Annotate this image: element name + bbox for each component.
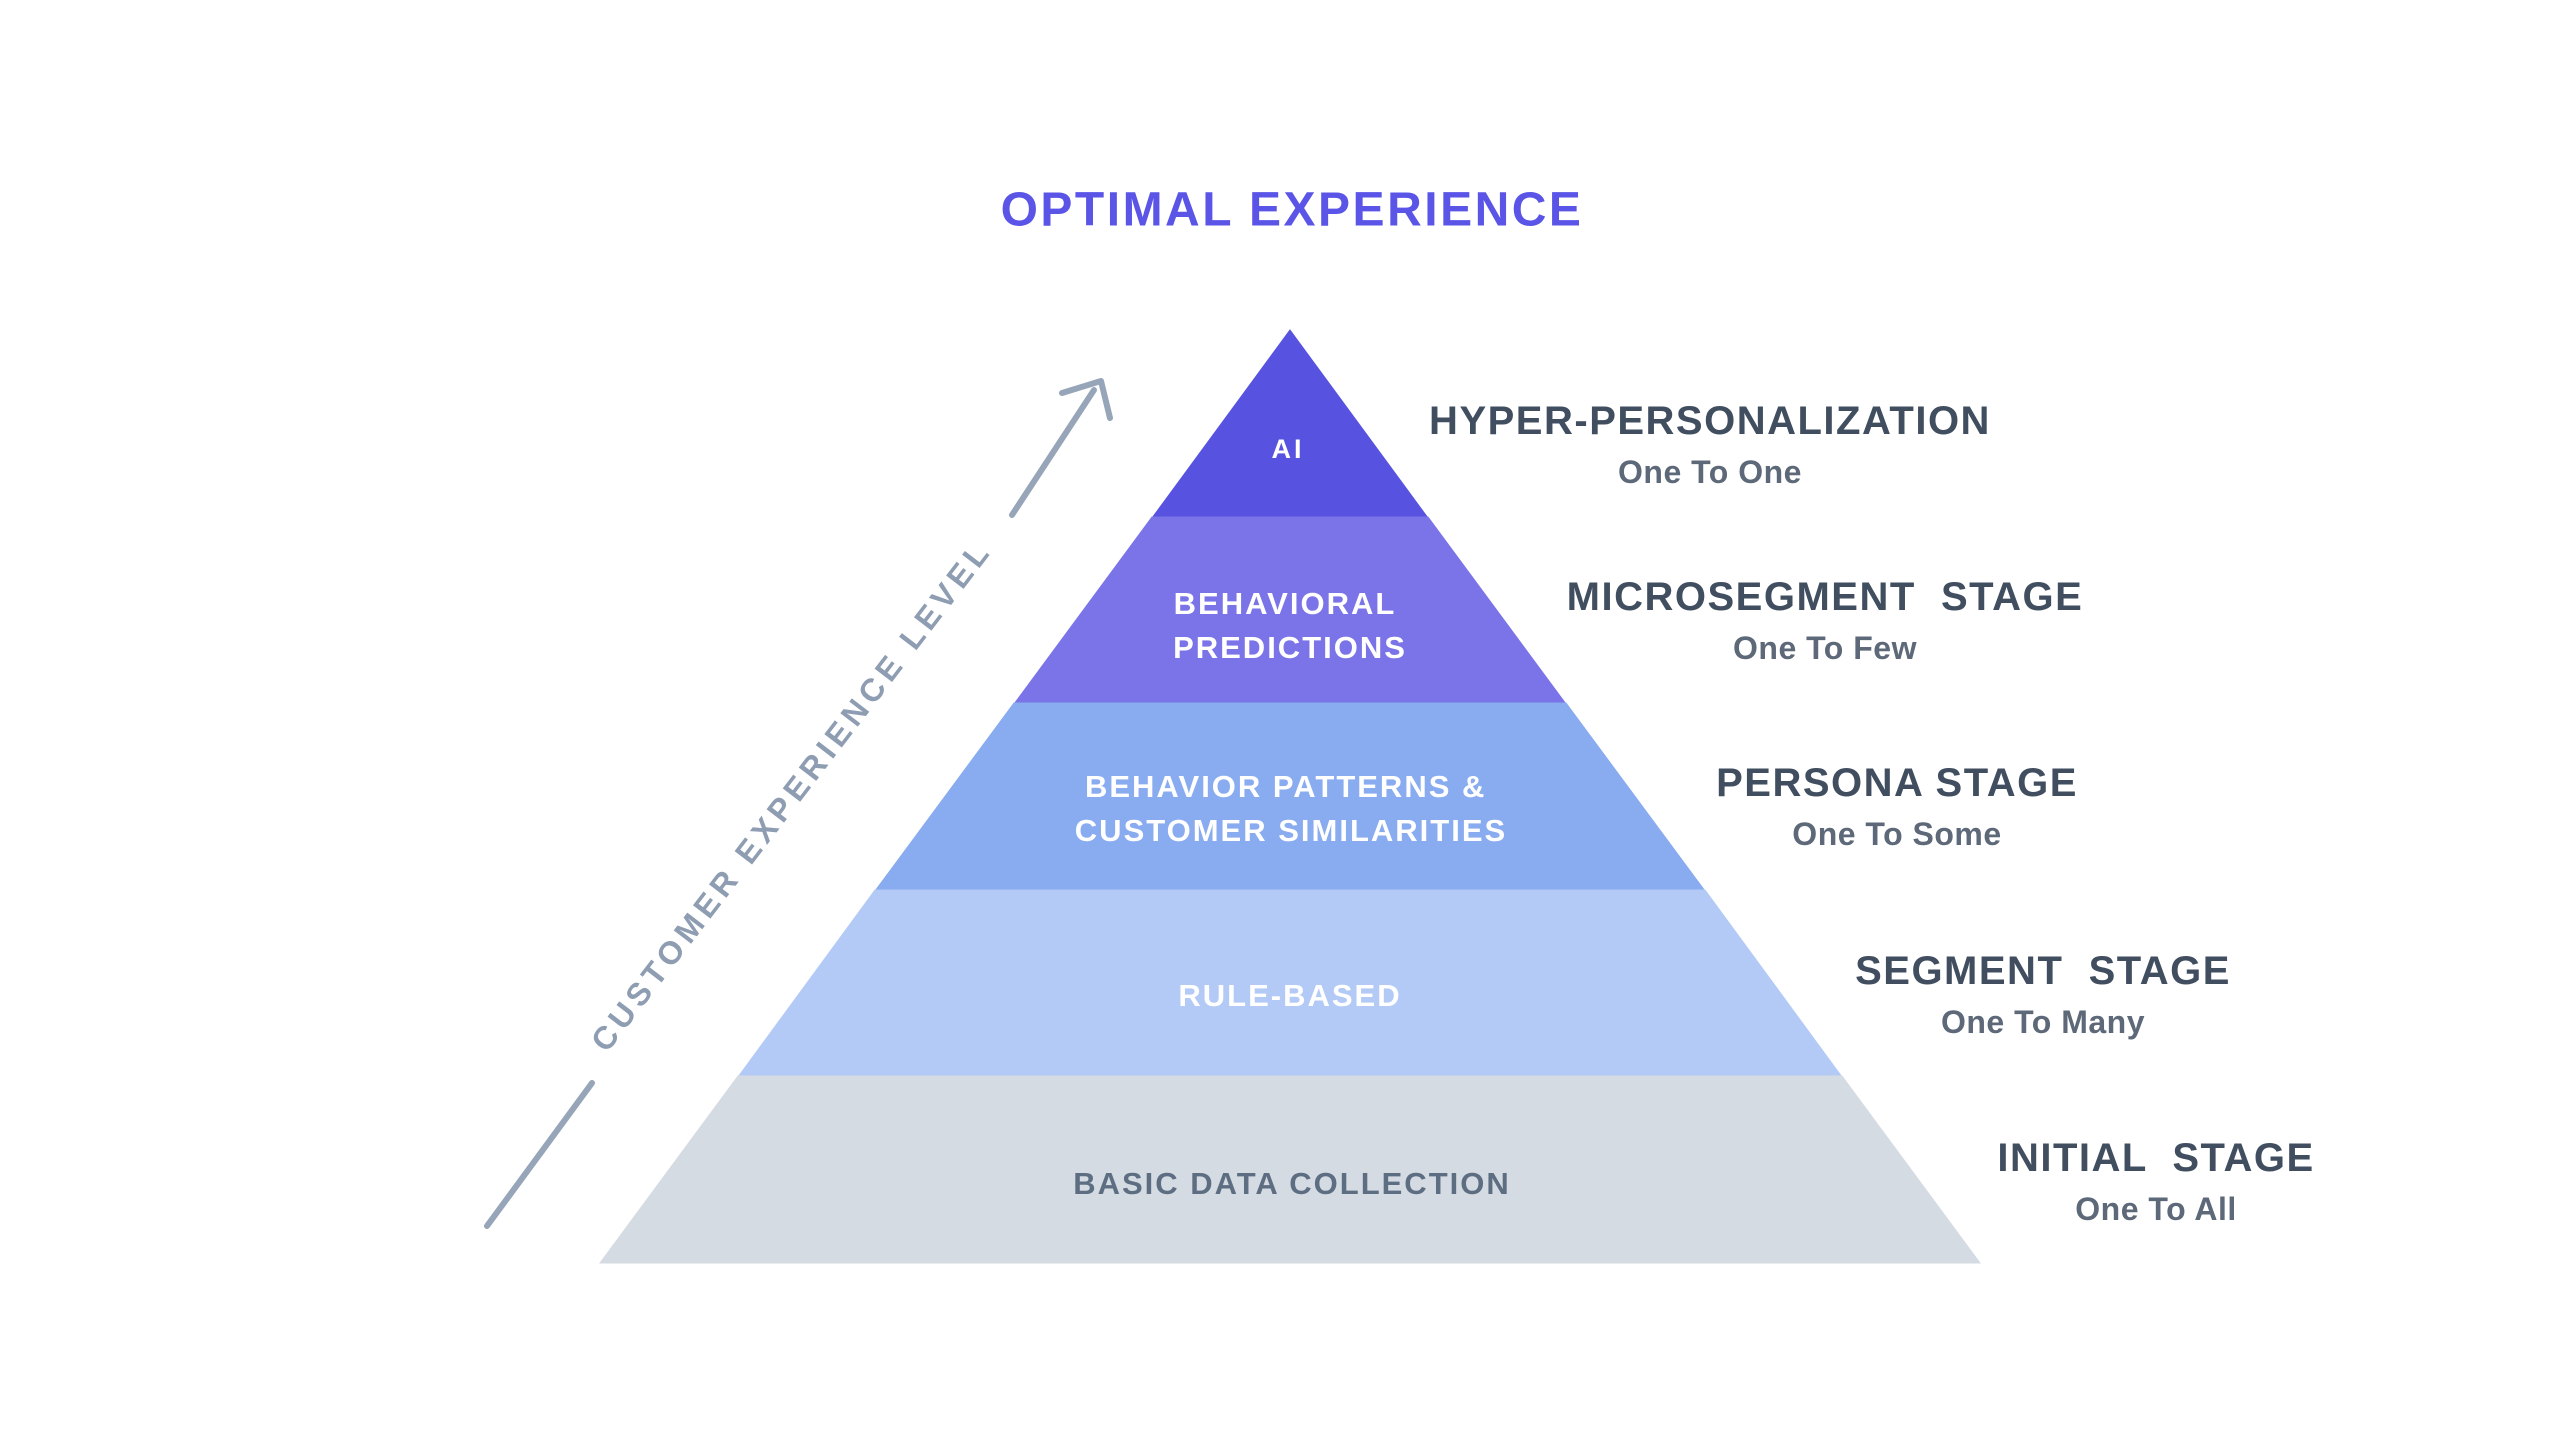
pyramid: AI BEHAVIORAL PREDICTIONS BEHAVIOR PATTE… bbox=[599, 329, 1981, 1264]
layer-label-line: CUSTOMER SIMILARITIES bbox=[1075, 813, 1507, 848]
layer-label-line: PREDICTIONS bbox=[1173, 630, 1407, 665]
layer-label-ai: AI bbox=[1272, 434, 1305, 464]
stage-label-microsegment: MICROSEGMENT STAGE One To Few bbox=[1567, 575, 2084, 667]
stage-name: PERSONA STAGE bbox=[1716, 761, 2078, 805]
layer-label-basic-data-collection: BASIC DATA COLLECTION bbox=[1073, 1166, 1511, 1201]
stage-audience: One To Few bbox=[1733, 630, 1917, 666]
layer-label-line: BEHAVIORAL bbox=[1174, 586, 1396, 621]
layer-label-behavior-patterns: BEHAVIOR PATTERNS & CUSTOMER SIMILARITIE… bbox=[1075, 769, 1507, 848]
arrow-head-icon bbox=[1059, 378, 1113, 421]
pyramid-layer-ai bbox=[1151, 329, 1429, 519]
stage-name: SEGMENT STAGE bbox=[1855, 949, 2231, 993]
stage-name: MICROSEGMENT STAGE bbox=[1566, 575, 2084, 619]
stage-label-initial: INITIAL STAGE One To All bbox=[1997, 1136, 2314, 1228]
layer-label-line: BEHAVIOR PATTERNS & bbox=[1085, 769, 1486, 804]
stage-label-segment: SEGMENT STAGE One To Many bbox=[1855, 949, 2231, 1041]
arrow-upper-segment bbox=[1009, 387, 1097, 518]
stage-audience: One To One bbox=[1618, 454, 1802, 490]
stage-label-hyper-personalization: HYPER-PERSONALIZATION One To One bbox=[1429, 399, 1991, 491]
stage-audience: One To Some bbox=[1792, 816, 2002, 852]
layer-label-behavioral-predictions: BEHAVIORAL PREDICTIONS bbox=[1173, 586, 1407, 665]
page-title: OPTIMAL EXPERIENCE bbox=[1000, 183, 1584, 237]
stage-audience: One To All bbox=[2075, 1191, 2237, 1227]
stage-name: INITIAL STAGE bbox=[1997, 1136, 2315, 1180]
stage-name: HYPER-PERSONALIZATION bbox=[1429, 399, 1991, 443]
arrow-lower-segment bbox=[484, 1080, 595, 1229]
stage-label-persona: PERSONA STAGE One To Some bbox=[1716, 761, 2078, 853]
layer-label-rule-based: RULE-BASED bbox=[1178, 978, 1401, 1013]
pyramid-layer-basic-data-collection bbox=[599, 1075, 1981, 1264]
stage-audience: One To Many bbox=[1940, 1004, 2146, 1040]
